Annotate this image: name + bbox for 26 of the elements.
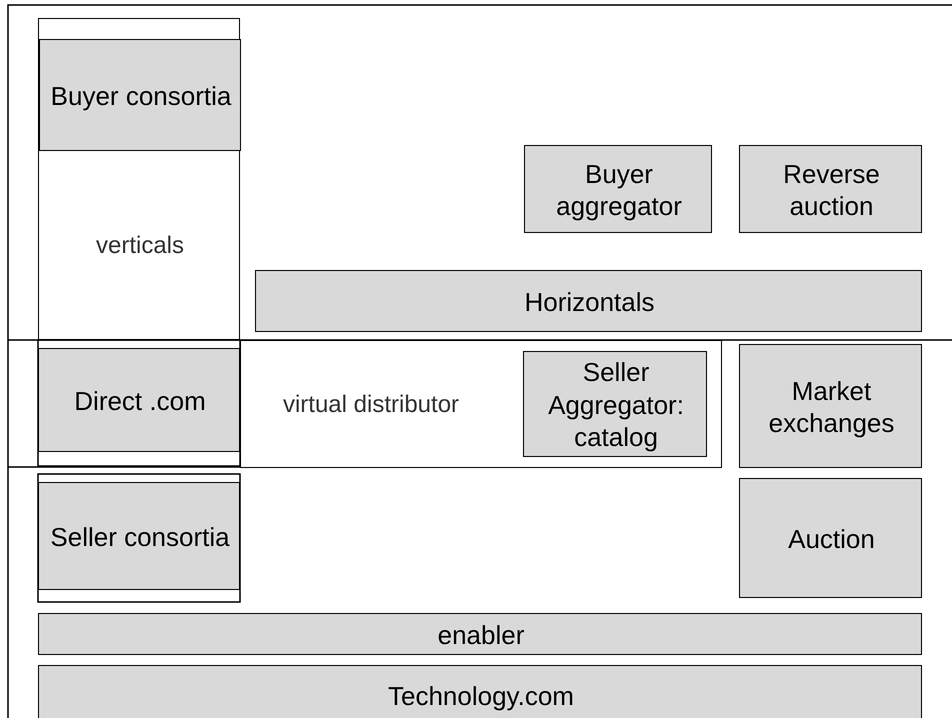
node-label: Market exchanges [768, 374, 896, 440]
process-box [38, 348, 240, 452]
node-label: Technology.com [387, 680, 575, 712]
node-label: verticals [94, 231, 186, 261]
process-box [38, 482, 240, 590]
node-label: Direct .com [73, 384, 207, 418]
process-box [739, 145, 922, 233]
node-label: enabler [436, 618, 526, 652]
process-box [523, 351, 707, 457]
node-label: virtual distributor [282, 390, 460, 420]
band-box [255, 270, 922, 332]
process-box [739, 344, 922, 468]
node-label: Buyer consortia [50, 80, 232, 112]
node-label: Seller consortia [49, 520, 231, 554]
band-box [38, 613, 922, 655]
process-box [524, 145, 712, 233]
process-box [739, 478, 922, 598]
column-box [38, 18, 240, 340]
node-label: Horizontals [523, 286, 656, 318]
node-label: Buyer aggregator [555, 158, 683, 222]
region-box [240, 340, 722, 468]
node-label: Reverse auction [782, 158, 881, 222]
node-label: Seller Aggregator: catalog [547, 356, 685, 454]
band-box [38, 665, 922, 718]
process-box [39, 39, 241, 151]
node-label: Auction [787, 522, 876, 556]
